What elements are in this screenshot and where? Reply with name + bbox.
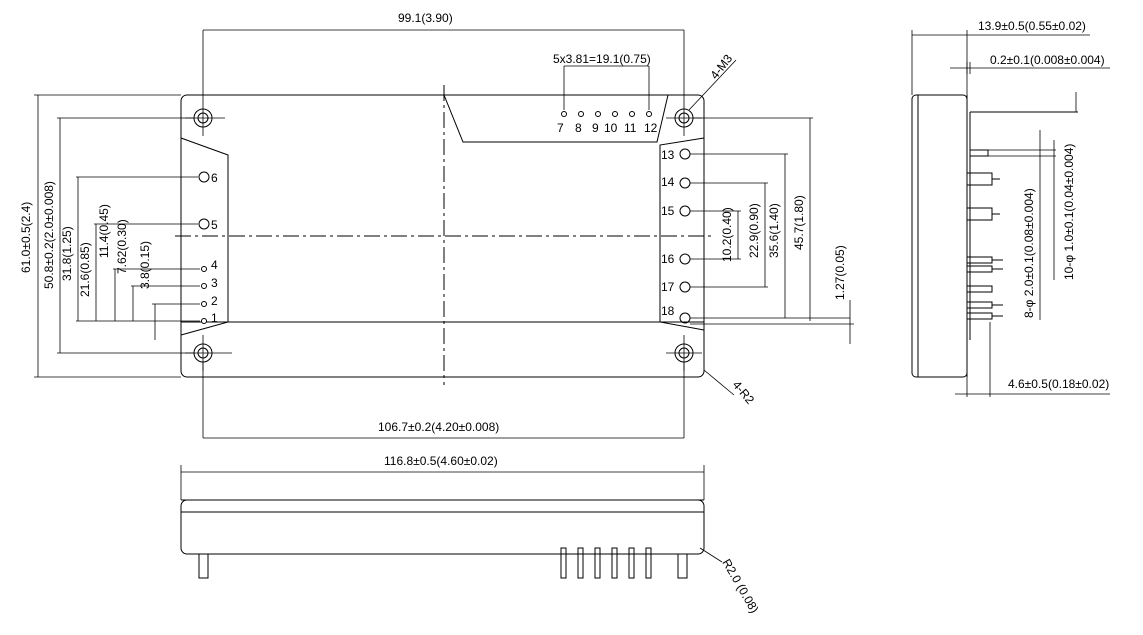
front-pins	[198, 547, 688, 579]
pin-label: 4	[211, 258, 218, 272]
hole-span-dimension: 106.7±0.2(4.20±0.008)	[378, 420, 499, 434]
pin-label: 10	[604, 121, 618, 135]
dimension-label: 3.8(0.15)	[138, 241, 152, 289]
width-dimension: 99.1(3.90)	[398, 11, 453, 25]
left-pin-column: 6 5 4 3 2 1	[198, 171, 218, 325]
dimension-label: 50.8±0.2(2.0±0.008)	[42, 181, 56, 289]
top-view: 7 8 9 10 11 12 6 5 4 3 2 1	[19, 11, 854, 439]
pin-marker	[646, 111, 652, 117]
corner-radius-label: 4-R2	[730, 378, 758, 407]
pin-label: 8	[575, 121, 582, 135]
dimension-label: 31.8(1.25)	[60, 226, 74, 281]
pin-marker	[595, 111, 601, 117]
pin-label: 6	[211, 171, 218, 185]
pin-label: 1	[211, 311, 218, 325]
length-dimension: 116.8±0.5(4.60±0.02)	[384, 454, 498, 468]
pin-length-dimension: 4.6±0.5(0.18±0.02)	[1008, 377, 1109, 391]
side-view: 13.9±0.5(0.55±0.02) 0.2±0.1(0.008±0.004)…	[911, 19, 1110, 397]
pin-label: 14	[661, 175, 675, 189]
dimension-label: 1.27(0.05)	[833, 245, 847, 300]
pin-marker	[561, 111, 567, 117]
pin-diameter-label: 10-φ 1.0±0.1(0.04±0.004)	[1062, 144, 1076, 280]
right-dimension-set: 10.2(0.40) 22.9(0.90) 35.6(1.40) 45.7(1.…	[690, 117, 854, 344]
dimension-label: 22.9(0.90)	[747, 203, 761, 258]
pin-label: 5	[211, 218, 218, 232]
pin-label: 7	[557, 121, 564, 135]
pin-label: 2	[211, 294, 218, 308]
dimension-label: 61.0±0.5(2.4)	[19, 202, 33, 273]
pin-marker	[578, 111, 584, 117]
top-pin-row: 7 8 9 10 11 12	[557, 111, 658, 135]
dimension-label: 21.6(0.85)	[78, 242, 92, 297]
corner-radius-label: R2.0 (0.08)	[719, 557, 761, 616]
front-view: 116.8±0.5(4.60±0.02) R2.0 (0.08)	[180, 454, 762, 616]
pin-label: 15	[661, 204, 675, 218]
pin-marker	[612, 111, 618, 117]
depth-dimension: 13.9±0.5(0.55±0.02)	[978, 19, 1086, 33]
side-body-outline	[911, 94, 968, 378]
pin-label: 12	[644, 121, 658, 135]
mount-thread-label: 4-M3	[707, 51, 735, 81]
front-body-outline	[180, 499, 705, 555]
dimension-label: 7.62(0.30)	[115, 219, 129, 274]
flange-dimension: 0.2±0.1(0.008±0.004)	[990, 53, 1105, 67]
dimension-label: 10.2(0.40)	[720, 207, 734, 262]
left-dimension-set: 61.0±0.5(2.4) 50.8±0.2(2.0±0.008) 31.8(1…	[19, 94, 200, 378]
dimension-label: 45.7(1.80)	[792, 195, 806, 250]
dimension-label: 35.6(1.40)	[767, 203, 781, 258]
pin-label: 18	[661, 304, 675, 318]
pin-label: 3	[211, 276, 218, 290]
dimension-label: 11.4(0.45)	[97, 204, 111, 258]
pin-marker	[629, 111, 635, 117]
pin-label: 9	[592, 121, 599, 135]
pin-label: 17	[661, 280, 675, 294]
pin-label: 16	[661, 252, 675, 266]
pin-pitch-dimension: 5x3.81=19.1(0.75)	[553, 52, 651, 66]
side-pins	[966, 111, 1078, 320]
pin-diameter-label: 8-φ 2.0±0.1(0.08±0.004)	[1022, 188, 1036, 318]
mounting-hole	[666, 335, 702, 371]
pin-label: 13	[661, 148, 675, 162]
pin-label: 11	[624, 121, 637, 135]
